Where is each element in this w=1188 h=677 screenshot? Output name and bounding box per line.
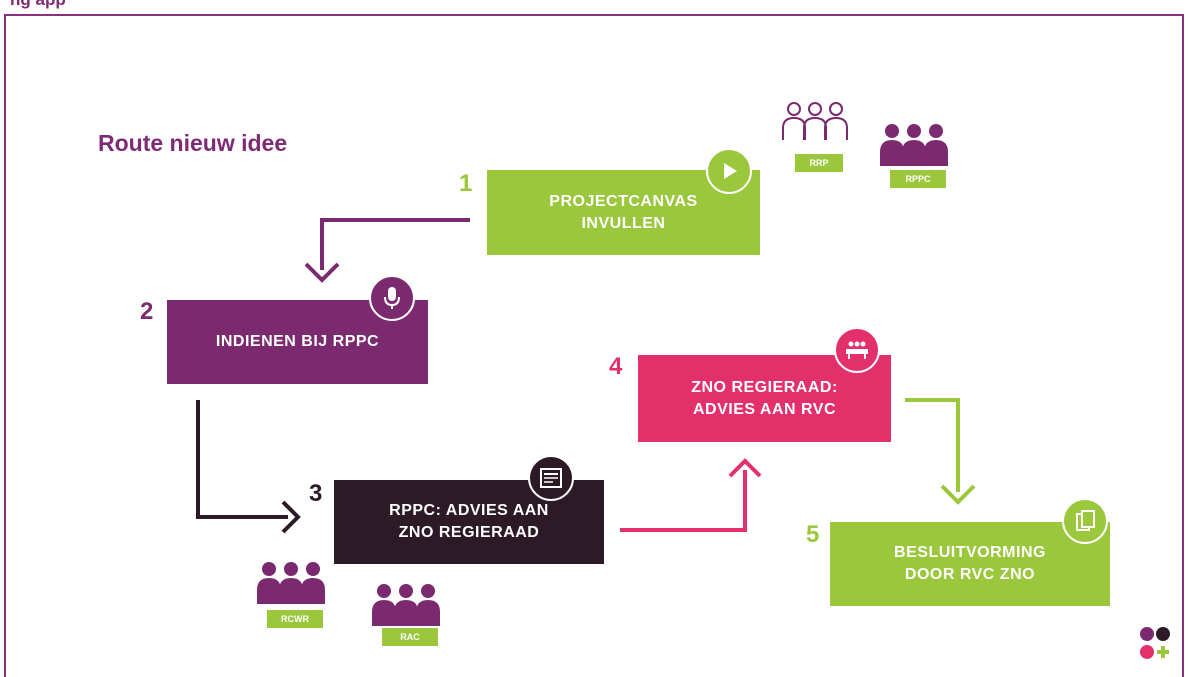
group-rrp: RRP [780,100,850,172]
step-5-number: 5 [806,521,820,548]
step-1-number: 1 [459,170,473,197]
step-3-label: RPPC: ADVIES AAN ZNO REGIERAAD [389,502,549,541]
group-rcwr-label: RCWR [267,610,323,628]
group-rrp-label: RRP [795,154,843,172]
group-rppc: RPPC [878,122,950,188]
arrow-step3-to-step4 [620,458,762,532]
step-2-box: INDIENEN BIJ RPPC [167,300,428,384]
microphone-icon [369,275,415,321]
step-1-label: PROJECTCANVAS INVULLEN [549,192,698,232]
arrow-step2-to-step3 [196,400,301,534]
arrow-step1-to-step2 [304,218,470,283]
step-3-number: 3 [309,480,323,507]
people-filled-icon [257,562,325,604]
document-icon [528,455,574,501]
group-rac: RAC [370,582,442,646]
step-5-label: BESLUITVORMING DOOR RVC ZNO [894,544,1046,583]
content-frame [4,14,1184,677]
step-4-label: ZNO REGIERAAD: ADVIES AAN RVC [691,378,838,418]
route-title: Route nieuw idee [98,130,288,156]
papers-icon [1062,498,1108,544]
meeting-icon [834,327,880,373]
group-rppc-label: RPPC [890,170,946,188]
people-outline-icon [782,102,848,140]
logo-mark-icon [1138,625,1172,668]
arrow-step4-to-step5 [905,398,976,505]
step-2-label: INDIENEN BIJ RPPC [215,333,380,350]
step-5-box: BESLUITVORMING DOOR RVC ZNO [830,522,1110,606]
header-title-fragment: ng app [10,0,310,14]
people-filled-icon [880,124,948,166]
play-icon [706,148,752,194]
step-4-number: 4 [609,353,623,380]
group-rcwr: RCWR [255,560,327,628]
people-filled-icon [372,584,440,626]
group-rac-label: RAC [382,628,438,646]
step-2-number: 2 [140,298,154,325]
